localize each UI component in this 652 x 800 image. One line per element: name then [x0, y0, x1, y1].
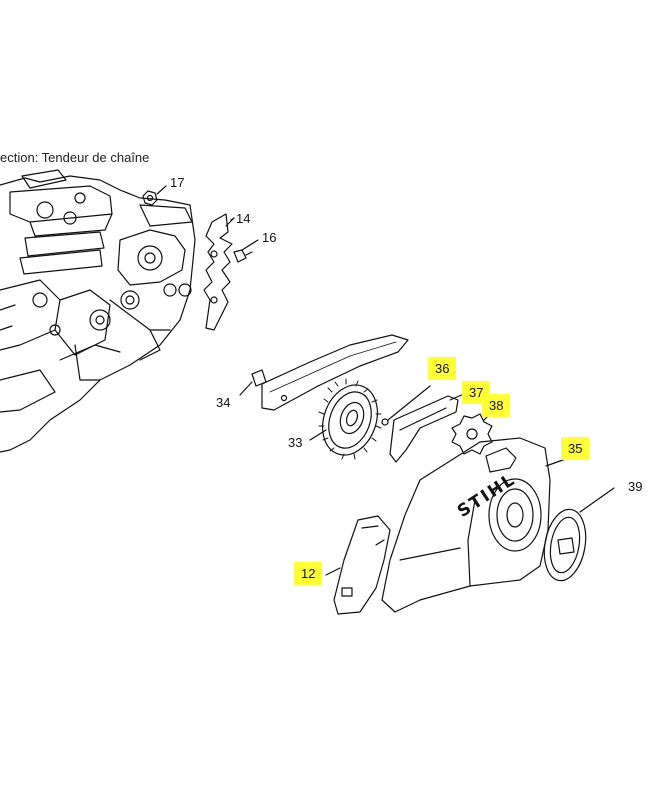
callout-39: 39	[628, 479, 643, 494]
collar-nut-part-34	[239, 369, 267, 396]
bumper-spike-part-14	[203, 213, 235, 331]
callout-33: 33	[288, 435, 303, 450]
engine-housing	[0, 169, 196, 453]
callout-16: 16	[262, 230, 277, 245]
diagram-caption: ection: Tendeur de chaîne	[0, 150, 150, 165]
callout-34: 34	[216, 395, 231, 410]
side-plate-part-12	[325, 515, 391, 615]
cover-disc-part-39	[543, 487, 615, 582]
sprocket-part-33	[309, 378, 382, 460]
nut-part-17	[142, 185, 167, 206]
callout-14: 14	[236, 211, 251, 226]
callout-12: 12	[294, 562, 323, 585]
callout-35: 35	[561, 437, 590, 460]
guide-bar	[261, 334, 409, 411]
screw-part-16	[233, 239, 259, 263]
tensioner-plate-part-37	[389, 393, 465, 463]
pin-part-36	[381, 385, 431, 426]
callout-17: 17	[170, 175, 185, 190]
sprocket-cover-part-35	[381, 437, 575, 613]
callout-36: 36	[428, 357, 457, 380]
callout-38: 38	[482, 394, 511, 417]
